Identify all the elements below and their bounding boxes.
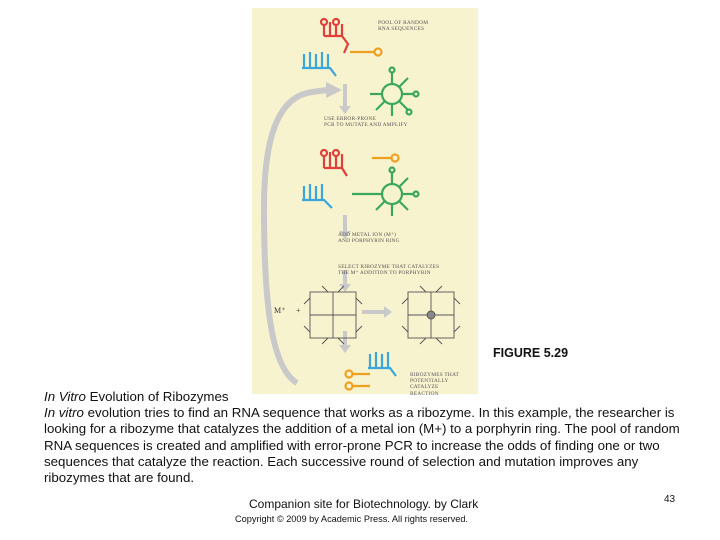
porphyrin-ring-left <box>303 285 363 345</box>
rna-green-1 <box>370 66 420 116</box>
rna-blue-2 <box>302 184 333 209</box>
figure-illustration <box>260 17 461 391</box>
ribozyme-evolution-figure: POOL OF RANDOM RNA SEQUENCES USE ERROR-P… <box>252 8 478 397</box>
caption-title: In Vitro Evolution of Ribozymes <box>44 389 684 405</box>
figure-label: FIGURE 5.29 <box>493 346 569 360</box>
porphyrin-ring-right <box>401 285 461 345</box>
label-add: ADD METAL ION (M⁺) AND PORPHYRIN RING <box>338 232 400 245</box>
cycle-arrowhead <box>326 82 342 98</box>
rna-orange-2 <box>372 153 400 163</box>
rna-orange-1 <box>350 47 383 57</box>
rna-blue-3 <box>368 352 397 377</box>
page-number: 43 <box>664 494 676 505</box>
rna-red-1 <box>319 17 350 54</box>
caption-body: In vitro evolution tries to find an RNA … <box>44 405 684 486</box>
rna-blue-1 <box>302 52 337 77</box>
caption-title-rest: Evolution of Ribozymes <box>85 389 229 404</box>
rna-orange-3 <box>344 369 370 391</box>
label-result: RIBOZYMES THAT POTENTIALLY CATALYZE REAC… <box>410 372 459 397</box>
caption-title-italic: In Vitro <box>44 389 86 404</box>
cycle-arrow <box>260 87 328 386</box>
footer-companion-site: Companion site for Biotechnology. by Cla… <box>249 497 479 511</box>
caption-lead-italic: In vitro <box>44 405 84 421</box>
label-pool: POOL OF RANDOM RNA SEQUENCES <box>378 20 429 33</box>
label-select: SELECT RIBOZYME THAT CATALYZES THE M⁺ AD… <box>338 264 440 277</box>
footer-copyright: Copyright © 2009 by Academic Press. All … <box>235 514 468 524</box>
label-plus: + <box>296 306 301 315</box>
caption: In Vitro Evolution of Ribozymes In vitro… <box>44 389 684 486</box>
rna-red-2 <box>319 148 348 177</box>
rna-green-2 <box>352 166 420 216</box>
label-ion: M⁺ <box>274 306 286 315</box>
caption-body-text: evolution tries to find an RNA sequence … <box>44 405 680 486</box>
label-pcr: USE ERROR-PRONE PCR TO MUTATE AND AMPLIF… <box>324 116 408 129</box>
